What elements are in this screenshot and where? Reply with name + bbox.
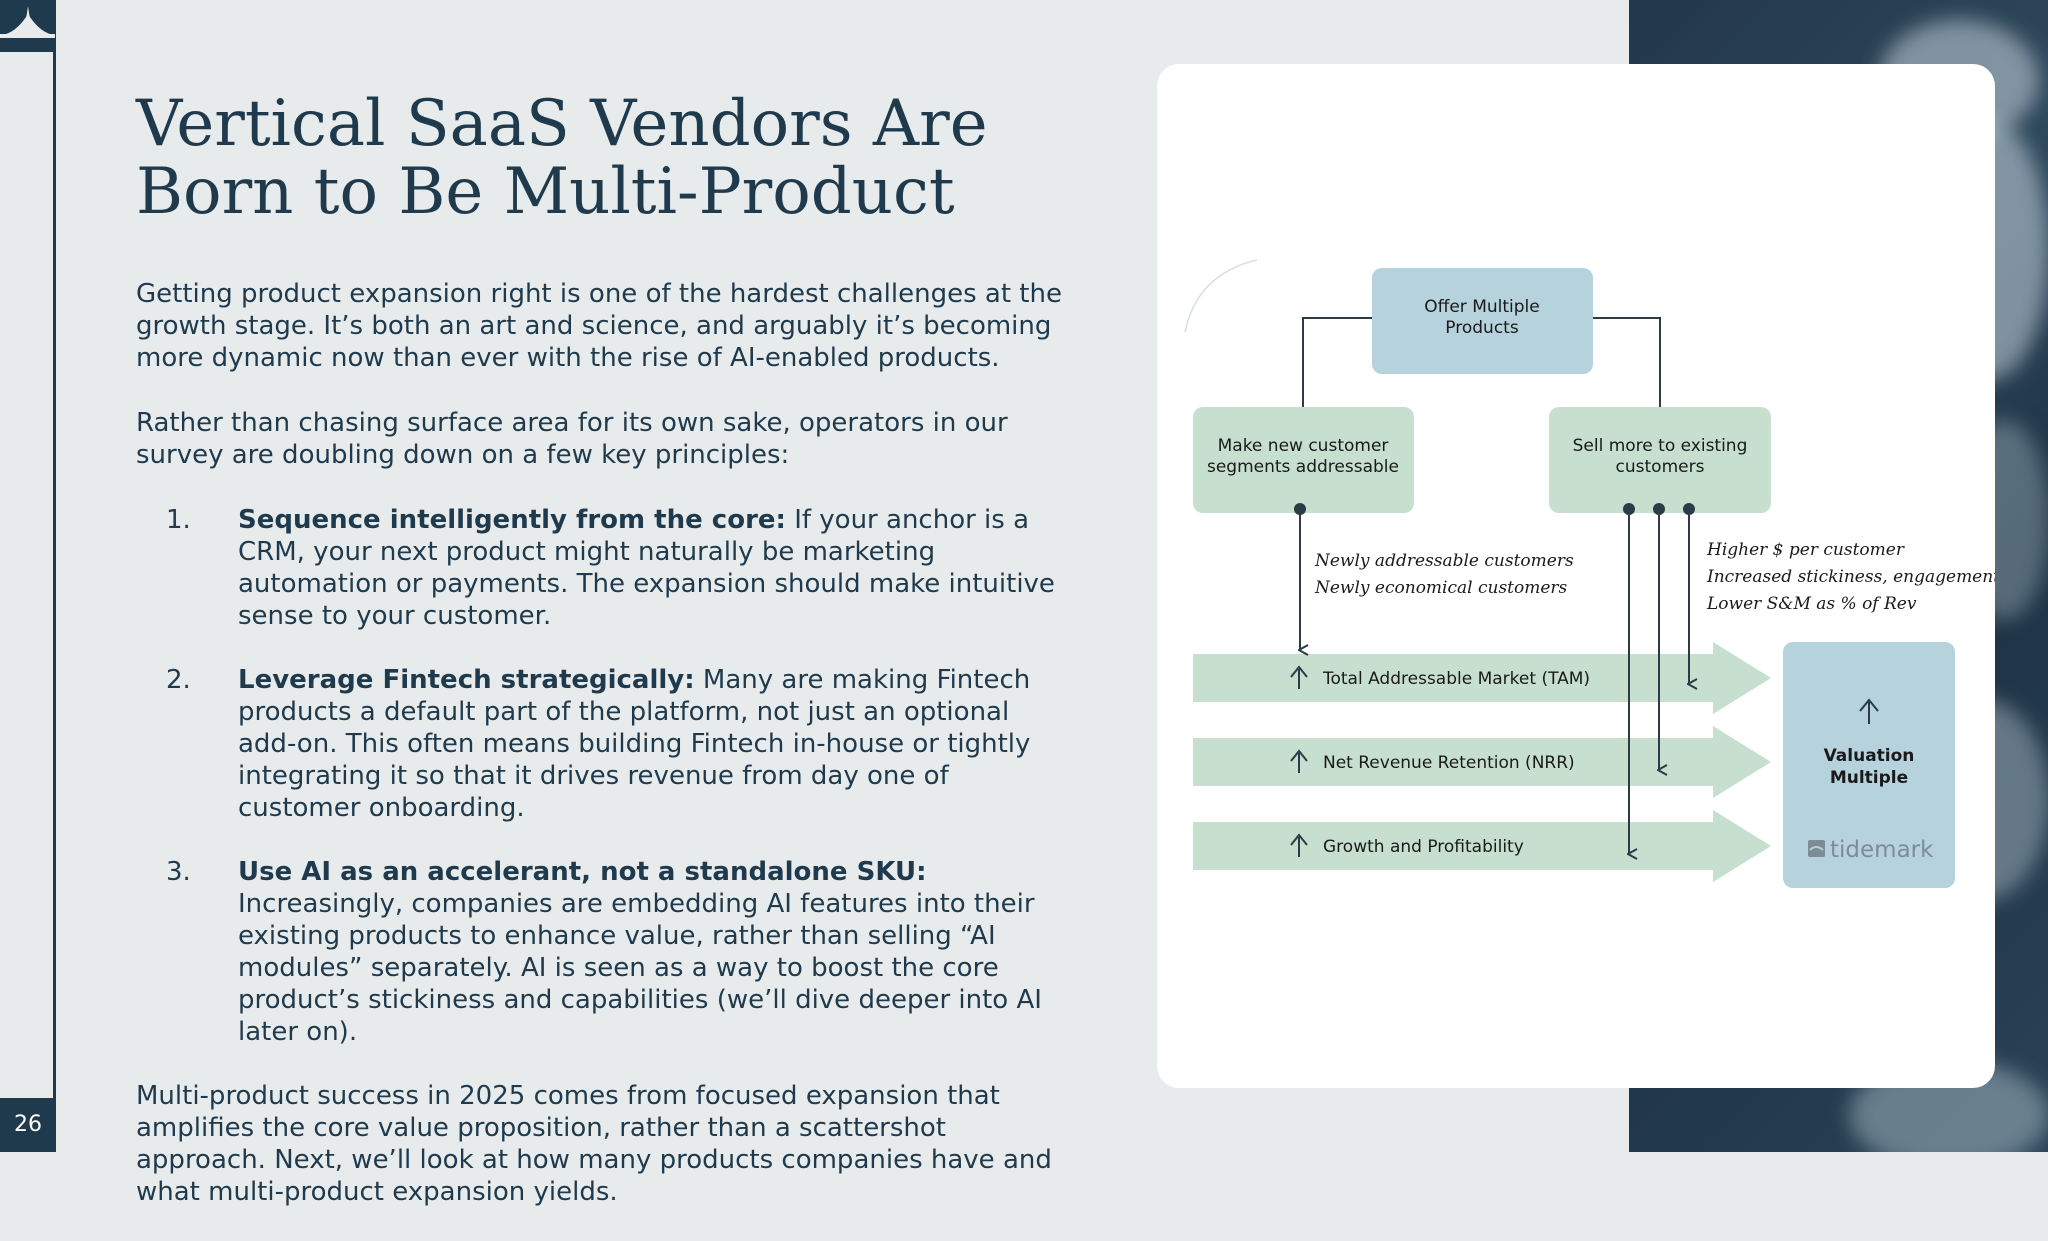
valuation-label: Valuation — [1824, 746, 1915, 766]
up-arrow-icon — [1290, 833, 1308, 857]
tidemark-logo-icon: tidemark — [1808, 837, 1934, 863]
up-arrow-icon — [1290, 665, 1308, 689]
box-label: Sell more to existing — [1573, 436, 1748, 456]
left-rail: 26 — [0, 0, 56, 1152]
bar-label: Growth and Profitability — [1323, 837, 1524, 857]
up-arrow-icon — [1859, 698, 1879, 724]
bar-label: Total Addressable Market (TAM) — [1322, 669, 1590, 689]
list-text: If your anchor is a CRM, your next produ… — [238, 505, 1055, 631]
bar-label: Net Revenue Retention (NRR) — [1323, 753, 1575, 773]
diagram-card: Offer Multiple Products Make new custome… — [1157, 64, 1995, 1088]
brand-logo-icon — [0, 0, 55, 52]
closing-paragraph: Multi-product success in 2025 comes from… — [136, 1081, 1052, 1207]
intro-paragraph: Getting product expansion right is one o… — [136, 279, 1062, 373]
left-note: Newly addressable customers — [1314, 551, 1574, 571]
intro-paragraph: Rather than chasing surface area for its… — [136, 408, 1008, 470]
list-heading: Leverage Fintech strategically: — [238, 665, 695, 695]
page-title: Vertical SaaS Vendors Are Born to Be Mul… — [136, 87, 988, 229]
brand-name: tidemark — [1830, 837, 1934, 863]
list-item: 1. Sequence intelligently from the core:… — [136, 504, 1076, 632]
list-item: 2. Leverage Fintech strategically: Many … — [136, 664, 1076, 824]
new-segments-box — [1193, 407, 1414, 513]
box-label: segments addressable — [1207, 457, 1399, 477]
nrr-bar — [1193, 726, 1771, 798]
existing-customers-box — [1549, 407, 1771, 513]
growth-bar — [1193, 810, 1771, 882]
up-arrow-icon — [1290, 749, 1308, 773]
right-note: Higher $ per customer — [1706, 540, 1905, 560]
box-label: Make new customer — [1218, 436, 1389, 456]
decorative-arc — [1184, 259, 1258, 333]
principles-list: 1. Sequence intelligently from the core:… — [136, 504, 1076, 1048]
list-heading: Use AI as an accelerant, not a standalon… — [238, 857, 927, 887]
list-text: Increasingly, companies are embedding AI… — [238, 889, 1042, 1047]
right-note: Increased stickiness, engagement — [1706, 567, 1995, 587]
box-label: Offer Multiple — [1424, 297, 1539, 317]
valuation-multiple-box — [1783, 642, 1955, 888]
expansion-diagram: Offer Multiple Products Make new custome… — [1184, 259, 1995, 888]
connector-right — [1593, 317, 1661, 413]
connector-left — [1302, 317, 1372, 413]
page-number: 26 — [0, 1098, 56, 1152]
box-label: customers — [1616, 457, 1705, 477]
valuation-label: Multiple — [1830, 768, 1908, 788]
body-text: Getting product expansion right is one o… — [136, 278, 1076, 1241]
list-text: Many are making Fintech products a defau… — [238, 665, 1031, 823]
tam-bar — [1193, 642, 1771, 714]
left-note: Newly economical customers — [1314, 578, 1568, 598]
list-number: 1. — [166, 505, 191, 535]
box-label: Products — [1445, 318, 1519, 338]
list-number: 3. — [166, 857, 191, 887]
right-note: Lower S&M as % of Rev — [1706, 594, 1917, 614]
list-heading: Sequence intelligently from the core: — [238, 505, 786, 535]
list-item: 3. Use AI as an accelerant, not a standa… — [136, 856, 1076, 1048]
offer-multiple-products-box — [1372, 268, 1593, 374]
list-number: 2. — [166, 665, 191, 695]
